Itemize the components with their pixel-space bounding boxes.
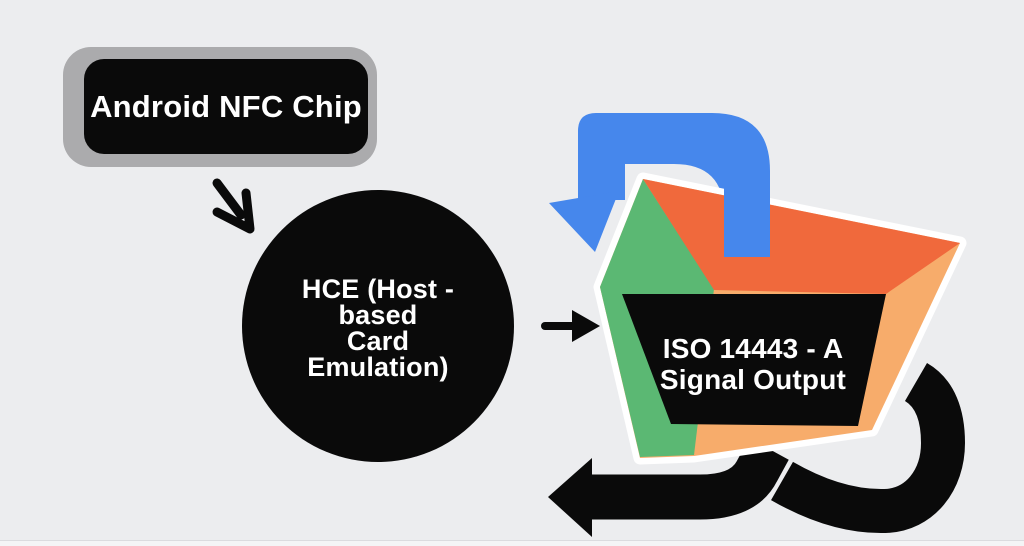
frame-bottom-strip [0,540,1024,546]
arrow-right-icon [541,310,600,342]
hce-label-line2: based [338,300,418,330]
blue-arrowhead [549,191,619,252]
hce-label-line3: Card [346,326,410,356]
iso-basket-shape [593,172,967,465]
chip-box-shape [63,47,377,167]
blue-arch-body [578,113,770,257]
arrow-down-right-head [212,188,255,234]
chip-box-body [84,59,368,154]
iso-label-line2: Signal Output [659,364,847,395]
hce-label-line4: Emulation) [307,352,449,382]
chip-box-label: Android NFC Chip [84,59,368,154]
black-curved-arrow-left-icon [548,438,789,537]
chip-box-label-text: Android NFC Chip [90,88,362,124]
arrow-down-right-shaft [212,178,246,220]
black-left-arrowhead [548,458,592,537]
hce-circle-shape [242,190,514,462]
arrow-right-head [572,310,600,342]
hce-circle-label: HCE (Host - based Card Emulation) [238,274,518,382]
iso-label-line1: ISO 14443 - A [662,333,844,364]
black-left-arrow-shaft [586,438,789,520]
basket-front-face-black [622,294,886,426]
basket-top-face-orange [643,179,960,294]
black-curved-hook-arrow-icon [771,362,966,534]
iso-basket-label: ISO 14443 - A Signal Output [613,333,893,395]
arrow-down-right-icon [212,178,255,234]
blue-curved-arrow-into-basket-icon [549,113,770,257]
hce-label-line1: HCE (Host - [301,274,455,304]
blue-arrow-leg-inside-basket [724,186,770,257]
